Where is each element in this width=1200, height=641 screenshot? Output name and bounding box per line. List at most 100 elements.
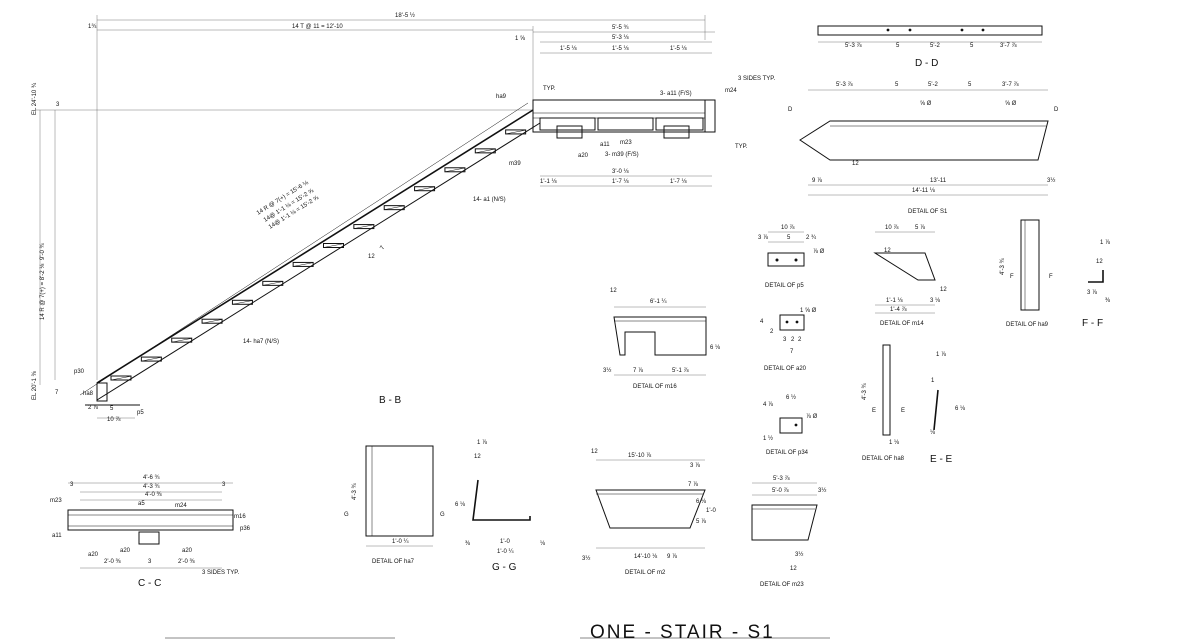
cc-dim-1: 4'-3 ¾ [143,484,160,490]
m14-dim-6: 3 ⅛ [930,298,941,304]
gg-dim-6: ⅛ [540,541,546,547]
mark-m39: m39 [509,161,521,167]
cc-mark-p36: p36 [240,526,251,532]
dim-bottom-10: 10 ⅞ [107,417,121,423]
ha8-dim-1: 1 ⅛ [889,440,900,446]
tread-hatch [414,186,435,191]
s1-dim-4: 3'-7 ⅞ [1002,82,1019,88]
section-label-gg: G - G [492,562,517,573]
s1-b1: 13'-11 [930,178,947,184]
detail-ha8: 4'-3 ¾ 1 ⅛ E E DETAIL OF ha8 [862,344,905,462]
m2-dim-7: 9 ⅞ [667,554,678,560]
stair-tread [474,148,496,154]
cc-dim-0: 4'-6 ¾ [143,475,160,481]
a20-dim-1: 2 [770,329,774,335]
s1-dim-1: 5 [895,82,899,88]
m16-label: DETAIL OF m16 [633,384,677,390]
cc-dim-5: 2'-0 ⅜ [104,559,121,565]
section-cc: 4'-6 ¾ 4'-3 ¾ 4'-0 ⅜ 3 3 2'-0 ⅜ 2'-0 ⅜ 3… [50,475,251,589]
elev-top: EL 24'-10 ¾ [32,82,38,115]
section-dd: 5'-3 ⅞ 5 5'-2 5 3'-7 ⅞ D - D [817,25,1043,69]
tread-hatch [323,243,344,248]
stair-tread [383,205,405,211]
ff-dim-3: ⅜ [1105,298,1111,304]
ff-dim-1: 12 [1096,259,1103,265]
landing-dim-b4: 1'-1 ⅛ [540,179,557,185]
s1-tag-left: D [788,107,793,113]
landing-a11: 3- a11 (F/S) [660,91,692,97]
s1-bolt-2: ⅝ Ø [1005,101,1017,107]
p34-label: DETAIL OF p34 [766,450,809,456]
mark-p5: p5 [137,410,144,416]
cc-mark-m24: m24 [175,503,187,509]
ha7-dim-0: 4'-3 ¾ [352,483,358,500]
tread-hatch [384,205,405,210]
dd-dim-2: 5'-2 [930,43,940,49]
p5-dim-1: 3 ⅞ [758,235,769,241]
stair-tread [353,224,375,230]
m2-dim-9: 12 [591,449,598,455]
stair-tread [231,299,253,305]
s1-bolt: ⅝ Ø [920,101,932,107]
ha7-tag-left: G [344,512,349,518]
ee-dim-0: 1 ⅞ [936,352,947,358]
landing-dim-seg3: 1'-5 ⅛ [670,46,687,52]
m16-dim-3: 5'-1 ⅞ [672,368,689,374]
section-label-ee: E - E [930,454,953,465]
m23-label: DETAIL OF m23 [760,582,804,588]
m14-dim-3: 12 [940,287,947,293]
s1-b2: 14'-11 ⅛ [912,188,936,194]
section-label-ff: F - F [1082,318,1103,329]
detail-m14: 10 ⅞ 5 ⅞ 12 12 1'-1 ⅛ 1'-4 ⅞ 3 ⅛ DETAIL … [873,225,947,327]
landing-m24: m24 [725,88,737,94]
a20-dim-2: 3 [783,337,787,343]
m23-dim-1: 5'-0 ⅞ [772,488,789,494]
gg-dim-0: 1 ⅞ [477,440,488,446]
dd-dim-3: 5 [970,43,974,49]
a20-dim-3: 2 [791,337,795,343]
dim-rise-total: 9'-0 ¾ [40,243,46,260]
cc-dim-6: 2'-0 ⅜ [178,559,195,565]
landing-a11b: a11 [600,142,610,148]
dim-left-small: 1¾ [88,24,97,30]
stair-tread [323,243,344,248]
landing-dim-b2: 1'-7 ⅛ [612,179,629,185]
ha8-dim-0: 4'-3 ¾ [862,383,868,400]
ff-dim-2: 3 ⅞ [1087,290,1098,296]
a20-dim-4: 7 [790,349,794,355]
landing-typ: TYP. [543,86,556,92]
tread-hatch [353,224,374,229]
m16-dim-1: 6 ⅛ [710,345,721,351]
m14-dim-1: 5 ⅞ [915,225,926,231]
section-ff: 1 ⅞ 12 3 ⅞ ⅜ F - F [1082,240,1111,329]
detail-m23: 5'-3 ⅞ 5'-0 ⅞ 3½ 3½ 12 DETAIL OF m23 [751,476,826,588]
s1-r1: 3½ [1047,177,1055,184]
section-ee: 1 ⅞ 1 6 ⅛ ⅛ E - E [930,352,966,465]
landing-dim-b3: 1'-7 ⅛ [670,179,687,185]
dim-bottom-5: 5 [110,406,114,412]
ee-dim-2: 6 ⅛ [955,406,966,412]
p5-dim-3: 2 ¾ [806,235,817,241]
p34-dim-3: 1 ½ [763,435,773,442]
m2-dim-0: 15'-10 ⅞ [628,453,652,459]
section-label-cc: C - C [138,578,161,589]
dd-dim-4: 3'-7 ⅞ [1000,43,1017,49]
landing-dim-top: 5'-5 ¾ [612,25,629,31]
m23-dim-0: 5'-3 ⅞ [773,476,790,482]
sheet-title: ONE - STAIR - S1 [590,622,775,641]
landing-dim-left: 1 ⅝ [515,36,526,42]
s1-dim-3: 5 [968,82,972,88]
p34-dim-2: ⅞ Ø [806,414,818,420]
landing-a20: a20 [578,153,589,159]
dim-bottom-2: 2 ⅞ [88,405,99,411]
m2-label: DETAIL OF m2 [625,570,666,576]
m16-dim-5: 12 [610,288,617,294]
m14-dim-0: 10 ⅞ [885,225,899,231]
cc-mark-a20-1: a20 [88,552,99,558]
landing-dim-sub: 5'-3 ⅛ [612,35,629,41]
stair-elevation: 18'-5 ½ 14 T @ 11 = 12'-10 1¾ EL 24'-10 … [32,12,706,423]
mark-ha8: ha8 [83,391,94,397]
cc-dim-2: 4'-0 ⅜ [145,492,162,498]
m23-dim-4: 12 [790,566,797,572]
stair-tread [262,280,284,286]
